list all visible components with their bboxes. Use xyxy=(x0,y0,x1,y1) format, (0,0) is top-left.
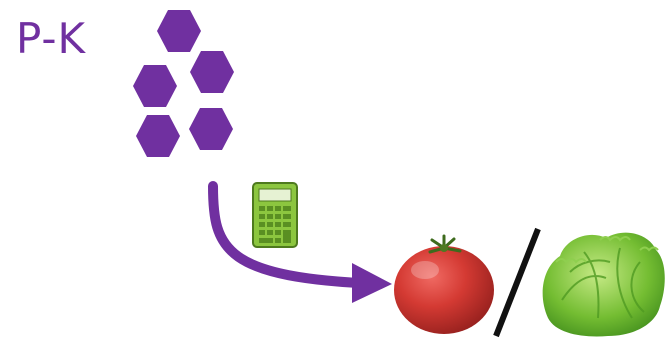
hexagon-cluster xyxy=(133,10,234,157)
calculator-icon xyxy=(252,182,298,248)
lettuce-icon xyxy=(542,232,665,337)
tomato-icon xyxy=(394,234,494,334)
curved-arrow-icon xyxy=(208,181,392,303)
hexagon-icon xyxy=(190,51,234,93)
slash-divider xyxy=(493,227,541,338)
hexagon-icon xyxy=(189,108,233,150)
hexagon-icon xyxy=(157,10,201,52)
pk-label: P-K xyxy=(16,14,87,63)
hexagon-icon xyxy=(136,115,180,157)
hexagon-icon xyxy=(133,65,177,107)
